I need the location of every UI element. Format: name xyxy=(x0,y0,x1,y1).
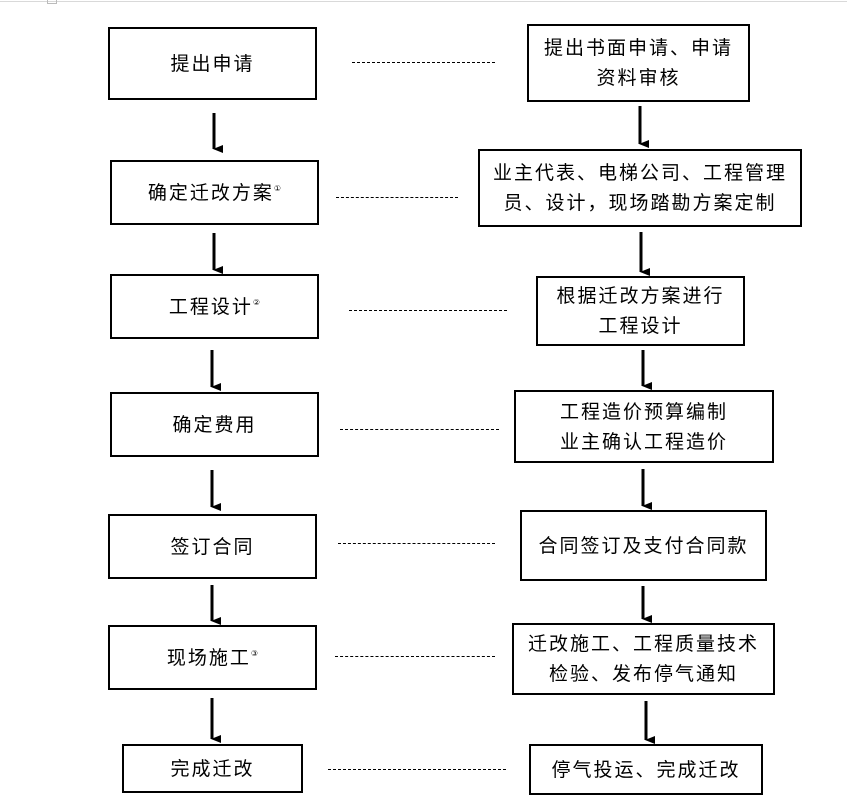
dashed-connector xyxy=(352,62,495,63)
detail-box-determine-cost: 工程造价预算编制 业主确认工程造价 xyxy=(514,390,774,463)
step-label: 签订合同 xyxy=(170,535,255,558)
dashed-connector xyxy=(336,197,458,198)
step-label: 确定费用 xyxy=(172,413,257,436)
corner-mark xyxy=(47,0,57,4)
detail-box-engineering-design: 根据迁改方案进行 工程设计 xyxy=(536,276,745,346)
dashed-connector xyxy=(335,656,495,657)
dashed-connector xyxy=(338,543,495,544)
page-top-border xyxy=(0,1,847,2)
step-box-determine-cost: 确定费用 xyxy=(110,392,319,457)
detail-box-determine-plan: 业主代表、电梯公司、工程管理 员、设计，现场踏勘方案定制 xyxy=(478,149,802,227)
detail-box-complete-relocation: 停气投运、完成迁改 xyxy=(529,744,763,795)
dashed-connector xyxy=(340,429,499,430)
footnote-marker: ① xyxy=(273,183,282,193)
dashed-connector xyxy=(328,769,506,770)
step-label: 确定迁改方案 xyxy=(147,181,274,204)
step-label: 提出申请 xyxy=(170,52,255,75)
step-box-complete-relocation: 完成迁改 xyxy=(122,744,303,793)
step-label: 完成迁改 xyxy=(170,757,255,780)
footnote-marker: ③ xyxy=(250,648,259,658)
detail-box-submit-application: 提出书面申请、申请 资料审核 xyxy=(527,24,750,102)
detail-box-sign-contract: 合同签订及支付合同款 xyxy=(520,510,767,581)
step-label: 工程设计 xyxy=(168,295,253,318)
step-box-sign-contract: 签订合同 xyxy=(108,514,317,579)
dashed-connector xyxy=(349,310,507,311)
footnote-marker: ② xyxy=(252,297,261,307)
detail-box-onsite-construction: 迁改施工、工程质量技术 检验、发布停气通知 xyxy=(512,623,775,695)
step-box-submit-application: 提出申请 xyxy=(108,27,317,100)
step-label: 现场施工 xyxy=(166,646,251,669)
